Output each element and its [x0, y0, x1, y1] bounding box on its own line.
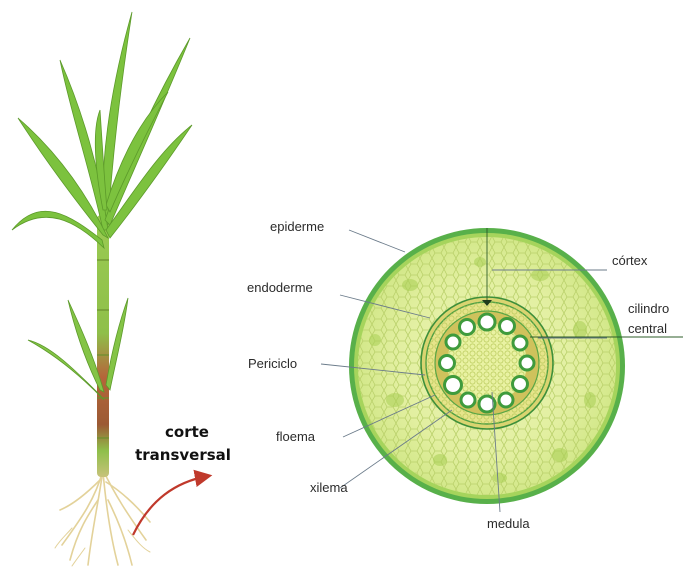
label-floema: floema [276, 429, 316, 444]
label-cortex: córtex [612, 253, 648, 268]
sugarcane-plant-illustration [12, 12, 208, 566]
label-cilindro: cilindro [628, 301, 669, 316]
caption-line-2: transversal [135, 446, 231, 464]
label-epiderme: epiderme [270, 219, 324, 234]
caption-line-1: corte [165, 423, 209, 441]
label-central: central [628, 321, 667, 336]
label-endoderme: endoderme [247, 280, 313, 295]
label-medula: medula [487, 516, 530, 531]
plant-roots [55, 470, 150, 566]
label-xilema: xilema [310, 480, 348, 495]
plant-lower-leaves [28, 298, 128, 400]
cross-section [349, 228, 683, 504]
label-periciclo: Periciclo [248, 356, 297, 371]
plant-leaves [12, 12, 192, 248]
cut-direction-arrow [133, 476, 208, 535]
